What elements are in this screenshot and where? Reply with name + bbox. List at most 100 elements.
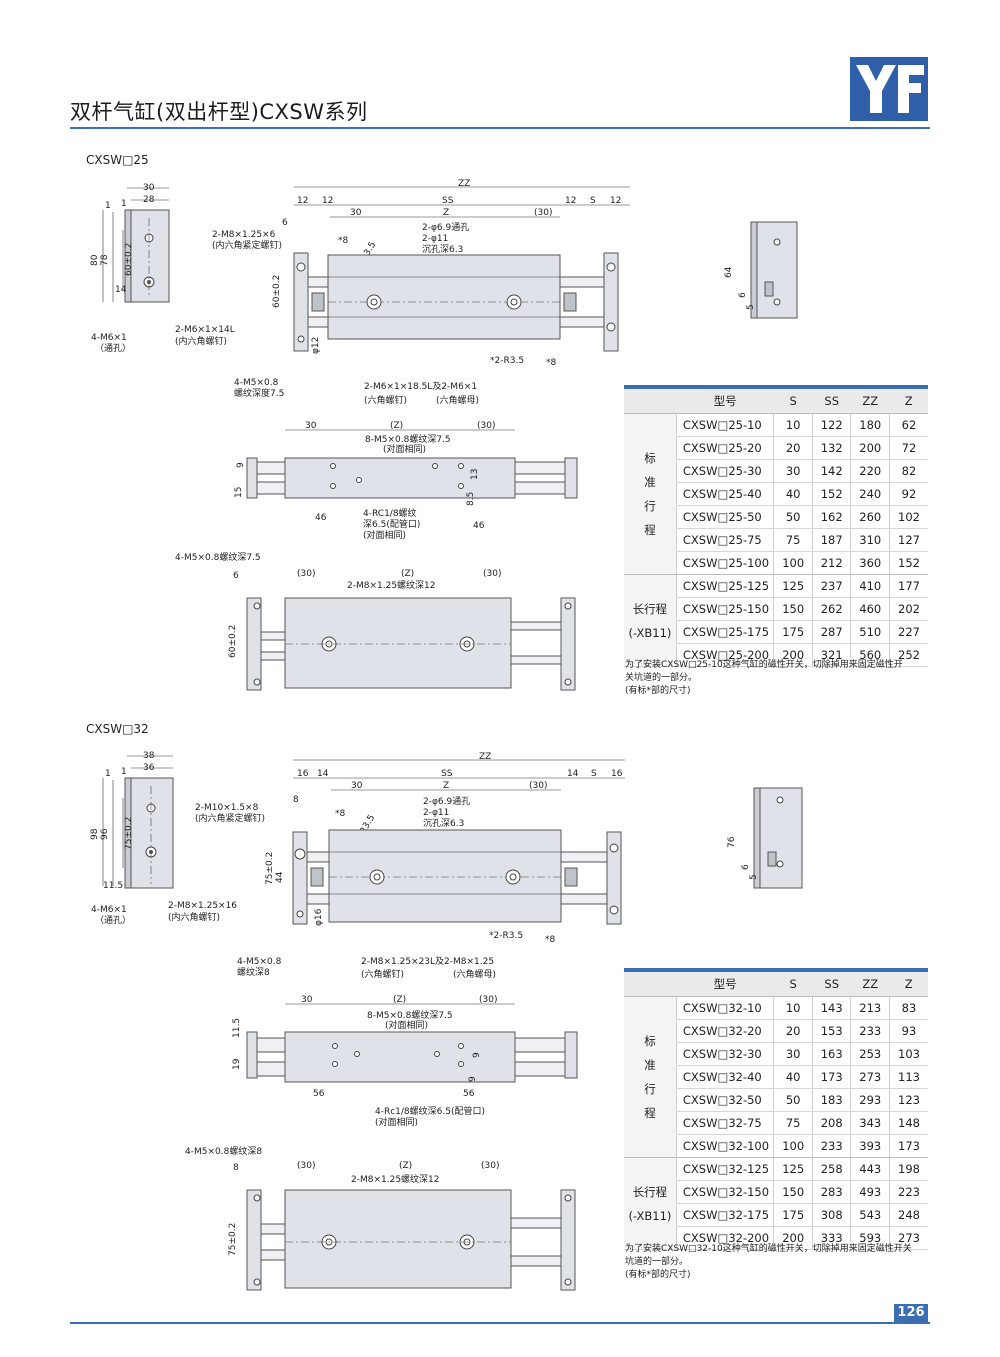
- bolt-32: 2-M8×1.25×23L及2-M8×1.25: [361, 956, 494, 967]
- dim-fz-32: (Z): [393, 995, 406, 1005]
- dim-1a-32: 1: [121, 767, 127, 777]
- dim-ss-32: SS: [441, 769, 453, 779]
- column-header: S: [773, 389, 813, 414]
- thread-sub-32: (对面相同): [385, 1019, 428, 1031]
- side-holes-sub-32: （通孔）: [95, 915, 131, 926]
- section-label-32: CXSW□32: [86, 722, 149, 736]
- value-cell: 240: [850, 482, 890, 506]
- value-cell: 125: [773, 574, 813, 598]
- title-rule: [70, 127, 930, 129]
- dim-f30p-32: (30): [479, 995, 497, 1005]
- hole1-32: 2-φ6.9通孔: [423, 796, 470, 807]
- dim-28: 28: [143, 195, 155, 205]
- model-cell: CXSW□32-125: [675, 1157, 774, 1181]
- end-view-32: 76 6 5: [727, 787, 803, 889]
- dim-98: 98: [90, 828, 100, 840]
- dim-14: 14: [115, 285, 127, 295]
- dim-16b: 16: [611, 769, 623, 779]
- side-view-32: 38 36 1 1 98 96 75±0.2 11.5 4-M6×1 （通孔）: [90, 751, 174, 926]
- dim-115: 11.5: [103, 881, 123, 891]
- group-long-stroke: 长行程(-XB11): [624, 1157, 677, 1250]
- value-cell: 262: [811, 597, 851, 621]
- note-line1-32: 为了安装CXSW□32-10这种气缸的磁性开关，切除掉用来固定磁性开关: [625, 1244, 912, 1254]
- value-cell: 113: [889, 1065, 928, 1089]
- value-cell: 493: [850, 1180, 890, 1204]
- b-z: (Z): [401, 569, 414, 579]
- note-line2: 关坑道的一部分。: [625, 673, 698, 683]
- value-cell: 75: [773, 1111, 813, 1135]
- value-cell: 123: [889, 1088, 928, 1112]
- port-sub2: (对面相同): [363, 529, 406, 541]
- dim-z-32: Z: [443, 781, 449, 791]
- value-cell: 333: [811, 1226, 851, 1250]
- hole-label-1: 2-φ6.9通孔: [422, 222, 469, 233]
- lock-screw-label: 2-M8×1.25×6: [212, 230, 276, 240]
- dim-r35b: *2-R3.5: [490, 356, 524, 366]
- value-cell: 127: [889, 528, 928, 552]
- value-cell: 173: [811, 1065, 851, 1089]
- column-header: 型号: [676, 389, 774, 414]
- value-cell: 153: [811, 1019, 851, 1043]
- bolt-sub1: (六角螺钉): [364, 394, 407, 406]
- thread-sub: (对面相同): [383, 443, 426, 455]
- model-cell: CXSW□32-10: [675, 996, 774, 1020]
- value-cell: 213: [850, 996, 890, 1020]
- hole3-32: 沉孔深6.3: [423, 818, 464, 829]
- model-cell: CXSW□32-20: [675, 1019, 774, 1043]
- table-top-bar-32: [624, 968, 928, 972]
- dim-1b: 1: [105, 201, 111, 211]
- group-label-part: 标: [644, 451, 656, 465]
- value-cell: 62: [889, 413, 928, 437]
- value-cell: 208: [811, 1111, 851, 1135]
- dim-30p: (30): [534, 208, 552, 218]
- dim-6e: 6: [738, 292, 748, 298]
- bolt-label: 2-M6×1×18.5L及2-M6×1: [364, 381, 477, 392]
- dim-12c: 12: [565, 196, 576, 206]
- group-label-part: 标: [644, 1034, 656, 1048]
- value-cell: 30: [773, 1042, 813, 1066]
- value-cell: 393: [850, 1134, 890, 1158]
- value-cell: 175: [773, 620, 813, 644]
- b-h75: 75±0.2: [228, 1223, 238, 1256]
- hole-label-3: 沉孔深6.3: [422, 244, 463, 255]
- group-long-stroke: 长行程(-XB11): [624, 574, 677, 667]
- value-cell: 173: [889, 1134, 928, 1158]
- hole-label-2: 2-φ11: [422, 234, 448, 244]
- group-label-part: 长行程: [632, 1184, 668, 1199]
- model-cell: CXSW□25-10: [675, 413, 774, 437]
- model-cell: CXSW□32-30: [675, 1042, 774, 1066]
- dim-f30p: (30): [477, 421, 495, 431]
- dim-f46a: 46: [315, 513, 327, 523]
- column-header: SS: [812, 972, 851, 997]
- value-cell: 252: [889, 643, 928, 667]
- column-header: Z: [889, 389, 928, 414]
- bolt-sub1-32: (六角螺钉): [361, 968, 404, 980]
- value-cell: 321: [811, 643, 851, 667]
- model-cell: CXSW□25-20: [675, 436, 774, 460]
- brand-logo-icon: [850, 57, 928, 121]
- m5-32: 4-M5×0.8: [237, 957, 282, 967]
- value-cell: 177: [889, 574, 928, 598]
- m5-label: 4-M5×0.8: [234, 378, 279, 388]
- model-cell: CXSW□25-75: [675, 528, 774, 552]
- dim-75: 75±0.2: [124, 817, 134, 850]
- table-top-bar: [624, 385, 928, 389]
- group-label-part: 准: [644, 475, 656, 489]
- page-title: 双杆气缸(双出杆型)CXSW系列: [70, 100, 368, 124]
- note-25: 为了安装CXSW□25-10这种气缸的磁性开关，切除掉用来固定磁性开 关坑道的一…: [625, 659, 903, 698]
- dim-60t: 60±0.2: [272, 275, 282, 308]
- value-cell: 102: [889, 505, 928, 529]
- group-label-part: 长行程: [632, 601, 668, 616]
- dim-phi16: φ16: [314, 908, 324, 926]
- value-cell: 233: [811, 1134, 851, 1158]
- model-cell: CXSW□25-50: [675, 505, 774, 529]
- header-blank: [624, 972, 677, 997]
- dim-f85: 8.5: [466, 492, 476, 506]
